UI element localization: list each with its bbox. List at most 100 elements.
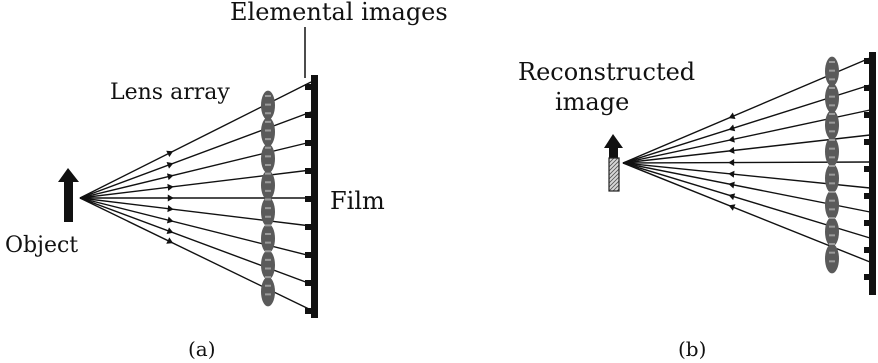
lens-array-b (825, 56, 839, 274)
lens-a-lenslet-speckle (265, 258, 271, 261)
lens-b-lenslet-speckle (829, 69, 835, 72)
lens-b-lenslet-speckle (829, 165, 835, 167)
panel-a-pickup: Elemental images Lens array Film Object … (5, 0, 448, 361)
lens-array-a (261, 90, 275, 307)
pickup-rays (79, 81, 312, 311)
lens-b-lenslet-speckle (829, 87, 835, 89)
elemental-image-cell (305, 308, 312, 314)
pickup-ray (79, 141, 312, 199)
pickup-ray-arrowhead (166, 162, 174, 169)
lens-a-lenslet-speckle (265, 95, 271, 97)
lens-b-lenslet-speckle (829, 147, 835, 150)
lens-b-lenslet (825, 217, 839, 247)
elemental-image-cell-b (864, 112, 871, 118)
lens-a-lenslet-speckle (265, 224, 271, 227)
lens-b-lenslet-speckle (829, 199, 835, 202)
lens-b-lenslet-speckle (829, 243, 835, 245)
reconstruction-ray-arrowhead (728, 124, 736, 132)
film (311, 75, 318, 318)
pickup-ray-arrowhead (166, 173, 174, 181)
lens-a-lenslet-speckle (265, 146, 271, 149)
elemental-image-cell-b (864, 274, 871, 280)
reconstruction-ray (622, 162, 871, 263)
lens-b-lenslet-speckle (829, 191, 835, 193)
pickup-ray-arrowhead (166, 227, 174, 234)
lens-a-lenslet (261, 143, 275, 174)
lens-a-lenslet-speckle (265, 198, 271, 201)
lens-b-lenslet-speckle (829, 104, 835, 107)
lens-b-lenslet-speckle (829, 139, 835, 141)
lens-b-lenslet-speckle (829, 113, 835, 115)
elemental-image-cell-b (864, 166, 871, 172)
lens-a-lenslet-speckle (265, 112, 271, 115)
lens-b-lenslet (825, 136, 839, 167)
lens-b-lenslet-speckle (829, 225, 835, 228)
reconstruction-ray-arrowhead (728, 135, 735, 143)
reconstruction-ray-arrowhead (728, 181, 735, 189)
pickup-ray (79, 197, 312, 311)
pickup-ray (79, 197, 312, 285)
lens-b-lenslet-speckle (829, 182, 835, 185)
lens-a-lenslet-speckle (265, 250, 271, 253)
pickup-ray (79, 197, 312, 227)
lens-b-lenslet-speckle (829, 95, 835, 98)
lens-a-lenslet-speckle (265, 138, 271, 141)
lens-b-lenslet-speckle (829, 78, 835, 81)
label-lens-array: Lens array (110, 80, 230, 105)
lens-a-lenslet-speckle (265, 164, 271, 166)
elemental-image-cell-b (864, 139, 871, 145)
elemental-image-cell-b (864, 85, 871, 91)
reconstruction-ray-arrowhead (728, 146, 735, 154)
lens-a-lenslet-speckle (265, 276, 271, 279)
lens-b-lenslet (825, 163, 839, 194)
caption-a: (a) (188, 337, 216, 361)
lens-a-lenslet-speckle (265, 215, 271, 218)
elemental-image-cell (305, 280, 312, 286)
label-elemental-images: Elemental images (230, 0, 448, 26)
lens-b-lenslet (825, 110, 839, 140)
elemental-image-cell (305, 168, 312, 174)
lens-a-lenslet (261, 117, 275, 147)
reconstruction-ray-arrowhead (728, 204, 736, 211)
lens-b-lenslet-speckle (829, 121, 835, 124)
lens-a-lenslet (261, 197, 275, 227)
label-film: Film (330, 187, 385, 215)
elemental-image-cell (305, 84, 312, 90)
panel-b-reconstruction: Reconstructed image (b) (518, 52, 876, 361)
pickup-ray-arrowhead (166, 216, 174, 224)
label-reconstructed-line1: Reconstructed (518, 58, 695, 86)
lens-a-lenslet (261, 250, 275, 280)
pickup-ray (79, 111, 312, 199)
pickup-ray (79, 169, 312, 199)
elemental-image-cell-b (864, 58, 871, 64)
lens-a-lenslet-speckle (265, 267, 271, 270)
lens-b-lenslet-speckle (829, 156, 835, 159)
lens-b-lenslet-speckle (829, 61, 835, 63)
object-arrow (58, 168, 79, 222)
pickup-ray-arrowhead (167, 194, 174, 202)
label-object: Object (5, 233, 78, 258)
lens-a-lenslet (261, 170, 275, 200)
elemental-image-cell (305, 112, 312, 118)
pickup-ray-arrowhead (167, 205, 174, 213)
elemental-image-cell-b (864, 193, 871, 199)
lens-b-lenslet-speckle (829, 130, 835, 133)
lens-a-lenslet-speckle (265, 189, 271, 192)
lens-b-lenslet-speckle (829, 234, 835, 237)
lens-b-lenslet-speckle (829, 173, 835, 176)
lens-a-lenslet-speckle (265, 284, 271, 287)
elemental-image-cell (305, 140, 312, 146)
elemental-image-cell-b (864, 220, 871, 226)
caption-b: (b) (678, 337, 706, 361)
lens-b-lenslet-speckle (829, 208, 835, 211)
lens-b-lenslet-speckle (829, 260, 835, 263)
lens-b-lenslet (825, 190, 839, 220)
reconstruction-ray-arrowhead (728, 112, 736, 119)
pickup-ray-arrowhead (167, 183, 174, 191)
reconstructed-image-arrow (604, 134, 623, 192)
label-reconstructed-line2: image (555, 88, 629, 116)
elemental-image-cell-b (864, 247, 871, 253)
pickup-ray-arrowhead (166, 150, 174, 158)
lens-b-lenslet (825, 83, 839, 113)
